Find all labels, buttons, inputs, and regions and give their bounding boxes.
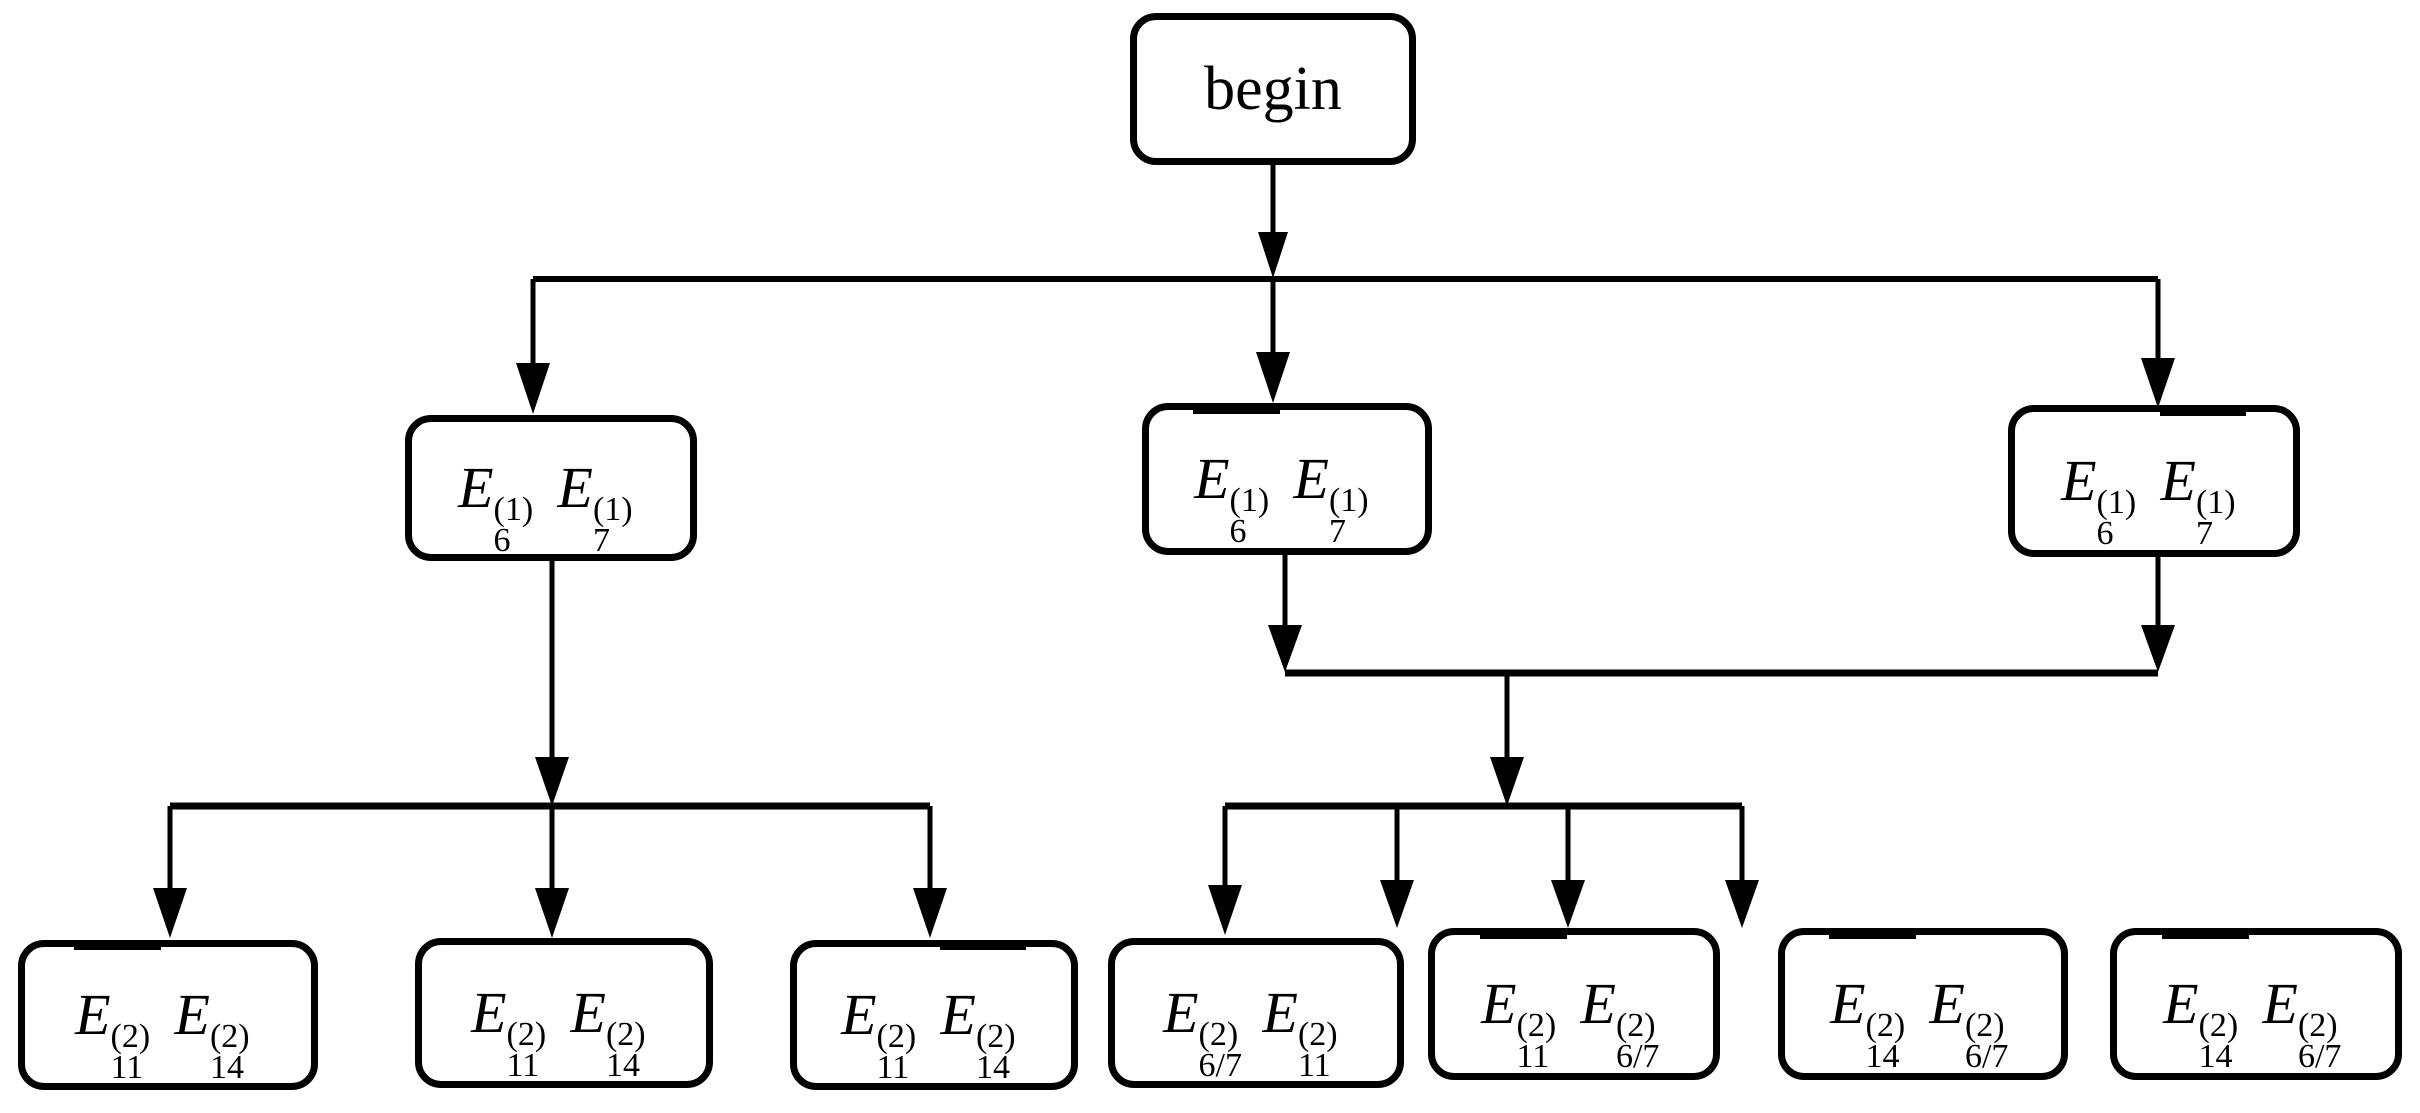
edge-node3-to-merge: [2141, 557, 2175, 672]
math-term-negated: E(2)11: [1479, 934, 1569, 1074]
math-base: E: [557, 455, 593, 520]
edge-bus-to-node1: [516, 279, 550, 414]
edge-rightbus-to-leaf4: [1208, 806, 1242, 935]
math-term: E(1)7: [557, 455, 633, 559]
node-label: E(1)6 E(1)7: [2059, 411, 2249, 552]
math-term-negated: E(2)14: [939, 945, 1029, 1085]
math-base: E: [1481, 971, 1517, 1036]
math-term: E(2)11: [841, 982, 917, 1086]
math-subscript: 6/7: [2297, 1038, 2342, 1075]
edge-leftbus-to-leaf2: [535, 806, 569, 938]
math-subscript: 14: [605, 1047, 640, 1084]
math-term: E(1)7: [1293, 446, 1369, 550]
math-base: E: [2163, 971, 2199, 1036]
math-base: E: [174, 982, 210, 1047]
edge-begin-to-bus: [1258, 165, 1288, 278]
math-base: E: [458, 455, 494, 520]
math-subscript: 14: [975, 1049, 1010, 1086]
node-label: E(2)11 E(2)14: [839, 945, 1029, 1086]
node-l4[interactable]: E(2)6/7 E(2)11: [1108, 938, 1404, 1088]
edge-rightbus-to-leaf7: [1725, 806, 1759, 928]
math-base: E: [1929, 971, 1965, 1036]
math-term: E(1)6: [2061, 448, 2137, 552]
math-subscript: 11: [1516, 1038, 1550, 1075]
edge-rightbus-to-leaf6: [1551, 806, 1585, 928]
node-label: begin: [1204, 55, 1342, 123]
math-base: E: [2160, 448, 2196, 513]
node-label: E(2)6/7 E(2)11: [1161, 980, 1351, 1084]
math-base: E: [1293, 446, 1329, 511]
edge-leftbus-to-leaf3: [913, 806, 947, 938]
math-term: E(2)6/7: [1163, 980, 1242, 1084]
math-subscript: 14: [1865, 1038, 1900, 1075]
node-label: E(1)6 E(1)7: [456, 455, 646, 559]
math-term: E(1)6: [458, 455, 534, 559]
math-base: E: [1262, 980, 1298, 1045]
math-base: E: [841, 982, 877, 1047]
math-base: E: [2061, 448, 2097, 513]
math-term-negated: E(1)7: [2159, 411, 2249, 551]
math-subscript: 11: [110, 1049, 144, 1086]
math-base: E: [75, 982, 111, 1047]
math-subscript: 7: [592, 522, 610, 559]
math-subscript: 6/7: [1198, 1047, 1242, 1084]
node-begin[interactable]: begin: [1130, 13, 1416, 165]
edge-bus-to-node2: [1256, 279, 1290, 403]
math-subscript: 11: [876, 1049, 910, 1086]
math-term: E(2)6/7: [2262, 971, 2342, 1075]
math-term: E(2)14: [570, 980, 646, 1084]
math-subscript: 6/7: [1964, 1038, 2009, 1075]
math-subscript: 7: [2195, 515, 2213, 552]
edge-merge-to-rightbus: [1490, 673, 1524, 806]
math-subscript: 6/7: [1615, 1038, 1660, 1075]
math-subscript: 6: [2096, 515, 2114, 552]
math-base: E: [570, 980, 606, 1045]
edge-rightbus-to-leaf5: [1380, 806, 1414, 928]
math-term: E(2)6/7: [1929, 971, 2009, 1075]
math-subscript: 6: [493, 522, 511, 559]
node-label: E(2)11 E(2)14: [469, 980, 659, 1084]
math-term: E(2)11: [1262, 980, 1338, 1084]
node-n1[interactable]: E(1)6 E(1)7: [405, 415, 697, 561]
math-term-negated: E(2)14: [2161, 934, 2251, 1074]
math-base: E: [1194, 446, 1230, 511]
math-base: E: [2262, 971, 2298, 1036]
math-subscript: 11: [506, 1047, 540, 1084]
math-term-negated: E(1)6: [1192, 409, 1282, 549]
math-subscript: 6: [1229, 513, 1247, 550]
math-subscript: 14: [2198, 1038, 2233, 1075]
math-base: E: [471, 980, 507, 1045]
edge-bus-to-node3: [2141, 279, 2175, 408]
edge-node1-to-leftbus: [535, 561, 569, 806]
math-term: E(2)14: [174, 982, 250, 1086]
math-subscript: 11: [1297, 1047, 1331, 1084]
math-base: E: [1830, 971, 1866, 1036]
math-term-negated: E(2)14: [1828, 934, 1918, 1074]
math-base: E: [1580, 971, 1616, 1036]
math-base: E: [1163, 980, 1199, 1045]
math-term-negated: E(2)11: [73, 945, 163, 1085]
node-l3[interactable]: E(2)11 E(2)14: [790, 940, 1078, 1090]
math-subscript: 14: [209, 1049, 244, 1086]
edge-node2-to-merge: [1268, 555, 1302, 672]
node-l2[interactable]: E(2)11 E(2)14: [415, 938, 713, 1088]
math-base: E: [940, 982, 976, 1047]
math-term: E(2)6/7: [1580, 971, 1660, 1075]
math-subscript: 7: [1328, 513, 1346, 550]
edge-leftbus-to-leaf1: [153, 806, 187, 938]
node-n3[interactable]: E(1)6 E(1)7: [2008, 405, 2300, 557]
math-term: E(2)11: [471, 980, 547, 1084]
